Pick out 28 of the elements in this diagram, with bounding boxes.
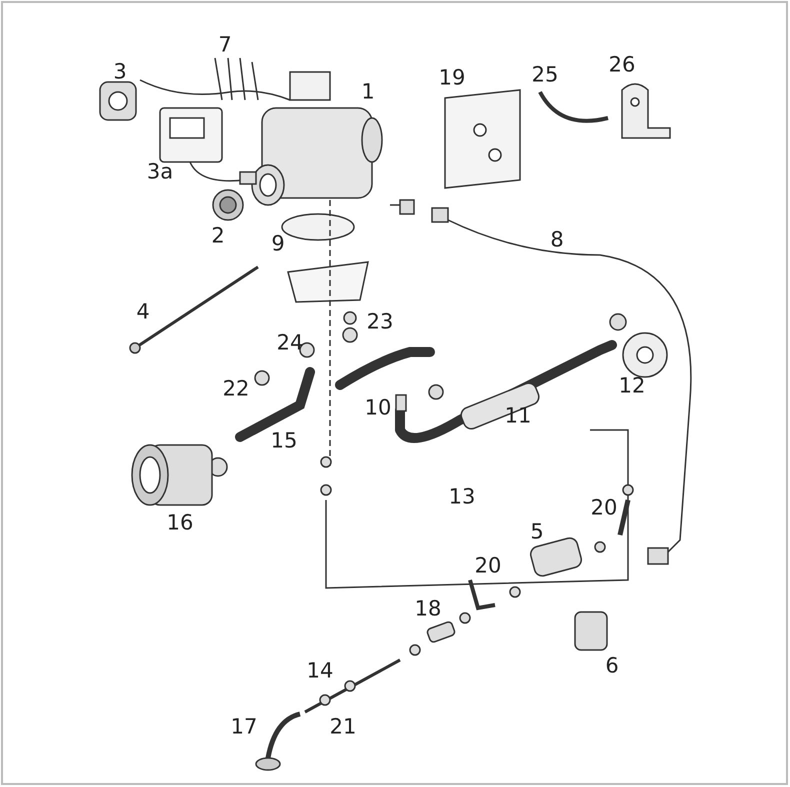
callout-number: 2 [211, 226, 225, 246]
callout-number: 26 [608, 54, 636, 76]
callout-number: 7 [218, 34, 232, 56]
callout-number: 9 [271, 234, 285, 254]
callout-number: 5 [530, 522, 544, 542]
callout-number: 20 [474, 556, 502, 576]
callout-number: 19 [438, 68, 466, 88]
callout-number: 21 [330, 716, 356, 738]
callout-number: 22 [222, 378, 250, 400]
callout-number: 10 [364, 398, 392, 418]
callout-number: 1 [361, 82, 375, 102]
callout-number: 8 [550, 230, 564, 250]
callout-number: 17 [230, 716, 258, 738]
callout-number: 20 [590, 498, 618, 518]
callout-number: 12 [618, 376, 646, 396]
callout-number: 14 [306, 660, 334, 682]
callout-number: 15 [270, 430, 298, 452]
callout-number: 6 [605, 656, 619, 676]
callout-number: 11 [504, 406, 532, 426]
callout-number: 24 [276, 332, 304, 354]
callout-number: 13 [448, 486, 476, 508]
callout-number: 25 [532, 64, 558, 86]
callout-number: 3a [146, 162, 174, 182]
callout-number: 23 [366, 312, 394, 332]
callout-number: 4 [136, 302, 150, 322]
callout-number: 18 [414, 598, 442, 620]
callout-number: 3 [113, 62, 127, 82]
callout-number: 16 [166, 512, 194, 534]
